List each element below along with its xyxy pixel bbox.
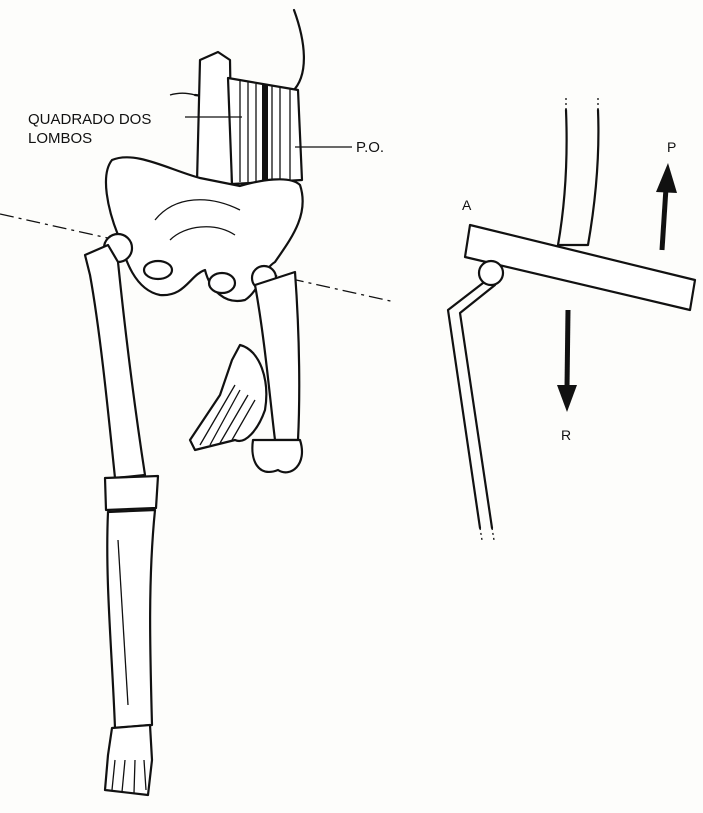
spine-column	[195, 50, 234, 189]
label-pivot-a: A	[462, 197, 472, 213]
force-arrow-p	[656, 163, 677, 251]
force-arrow-r	[557, 309, 577, 412]
pivot-leg	[446, 281, 497, 530]
lumbar-muscle	[226, 76, 304, 186]
lever-diagram	[446, 98, 697, 541]
lever-bar	[463, 223, 697, 312]
label-force-r: R	[561, 427, 572, 443]
pivot-joint	[477, 259, 505, 287]
label-po: P.O.	[356, 139, 385, 156]
column-curve	[556, 108, 600, 247]
right-leg	[188, 264, 303, 474]
label-quadratus-lumborum: QUADRADO DOS LOMBOS	[28, 111, 152, 147]
left-leg	[83, 232, 160, 797]
label-force-p: P	[667, 139, 677, 155]
